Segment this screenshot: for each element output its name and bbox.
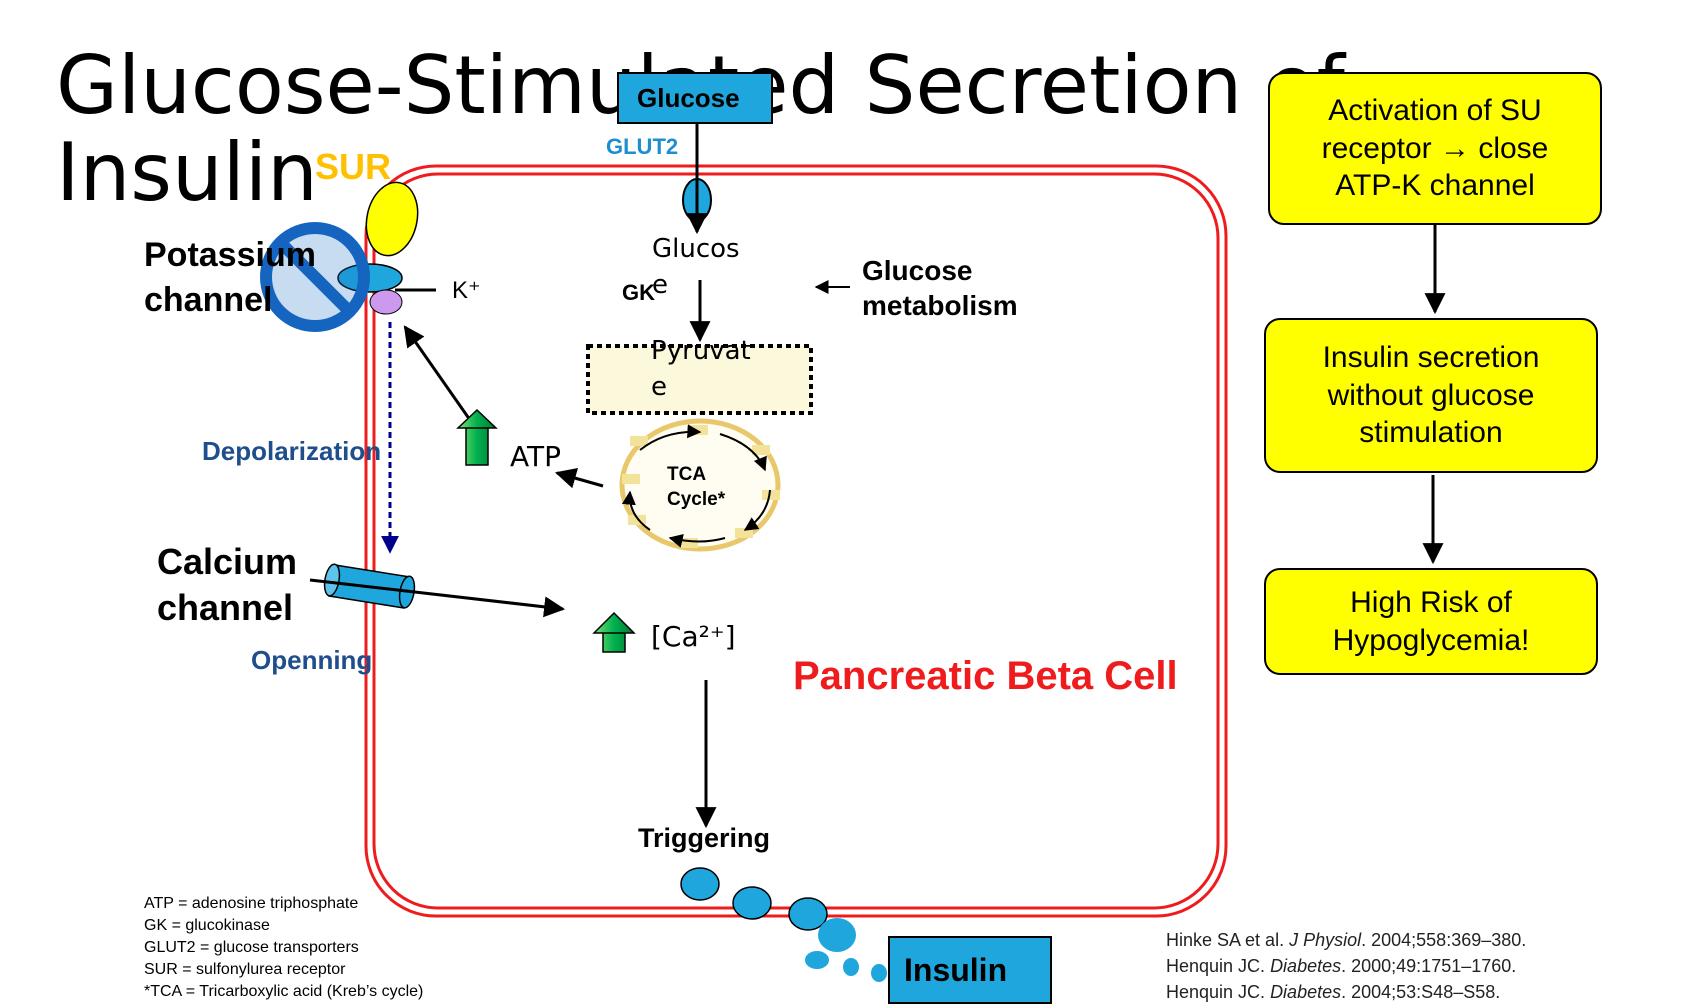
insulin-granules <box>680 867 887 982</box>
gk-label: GK <box>622 280 655 305</box>
calcium-up-arrow-icon <box>592 611 636 653</box>
flow-box-activation: Activation of SU receptor → close ATP-K … <box>1268 72 1602 225</box>
insulin-label: Insulin <box>904 951 1008 988</box>
glucose-input-label: Glucose <box>637 82 740 113</box>
flow-box-hypoglycemia: High Risk of Hypoglycemia! <box>1264 568 1598 675</box>
legend-item: GK = glucokinase <box>144 917 270 934</box>
openning-label: Openning <box>251 645 373 675</box>
flow-box-secretion: Insulin secretion without glucose stimul… <box>1264 318 1598 473</box>
legend-item: ATP = adenosine triphosphate <box>144 895 359 912</box>
glucose-input-box: Glucose <box>617 72 773 124</box>
abbreviation-legend: ATP = adenosine triphosphate GK = glucok… <box>144 893 423 1003</box>
pyruvate-label-1: Pyruvat <box>651 336 751 366</box>
references: Hinke SA et al. J Physiol. 2004;558:369–… <box>1166 927 1526 1005</box>
potassium-channel-label-2: channel <box>144 281 273 319</box>
glucose-metabolism-label-2: metabolism <box>862 290 1018 321</box>
cell-membrane-inner <box>372 172 1220 910</box>
calcium-channel-label-2: channel <box>157 587 294 628</box>
arrow-tca-to-atp <box>554 468 604 489</box>
pyruvate-box <box>586 344 813 415</box>
glucose-inside-label-2: e <box>652 270 668 300</box>
glucose-inside-label-1: Glucos <box>652 234 740 264</box>
potassium-channel-bottom <box>369 289 403 315</box>
atp-up-arrow-icon <box>456 408 498 466</box>
pyruvate-label-2: e <box>651 372 667 402</box>
insulin-output-box: Insulin <box>888 936 1052 1004</box>
potassium-channel-top <box>337 263 403 293</box>
arrow-calcium-influx <box>309 578 566 618</box>
calcium-channel-label-1: Calcium <box>157 541 298 582</box>
triggering-label: Triggering <box>638 823 771 853</box>
no-symbol-icon <box>260 222 370 332</box>
reference-item: Hinke SA et al. J Physiol. 2004;558:369–… <box>1166 930 1527 950</box>
atp-label: ATP <box>510 440 561 473</box>
depolarization-label: Depolarization <box>202 436 382 466</box>
glut2-label: GLUT2 <box>606 134 679 159</box>
sur-label: SUR <box>315 146 392 187</box>
title-line-2: Insulin <box>56 126 318 219</box>
cell-membrane-outer <box>364 164 1228 918</box>
cell-name-label: Pancreatic Beta Cell <box>793 654 1178 698</box>
legend-item: SUR = sulfonylurea receptor <box>144 961 346 978</box>
reference-item: Henquin JC. Diabetes. 2000;49:1751–1760. <box>1166 956 1517 976</box>
tca-label-1: TCA <box>667 464 707 485</box>
tca-cycle <box>619 418 781 552</box>
reference-item: Henquin JC. Diabetes. 2004;53:S48–S58. <box>1166 982 1501 1002</box>
calcium-concentration-label: [Ca²⁺] <box>651 620 736 653</box>
glucose-metabolism-label-1: Glucose <box>862 255 973 286</box>
sur-receptor <box>365 181 419 257</box>
arrow-atp-to-k-channel <box>403 325 472 421</box>
legend-item: *TCA = Tricarboxylic acid (Kreb’s cycle) <box>144 983 424 1000</box>
legend-item: GLUT2 = glucose transporters <box>144 939 359 956</box>
potassium-channel-label-1: Potassium <box>144 236 316 274</box>
tca-label-2: Cycle* <box>667 489 726 510</box>
k-ion-label: K⁺ <box>452 277 481 304</box>
